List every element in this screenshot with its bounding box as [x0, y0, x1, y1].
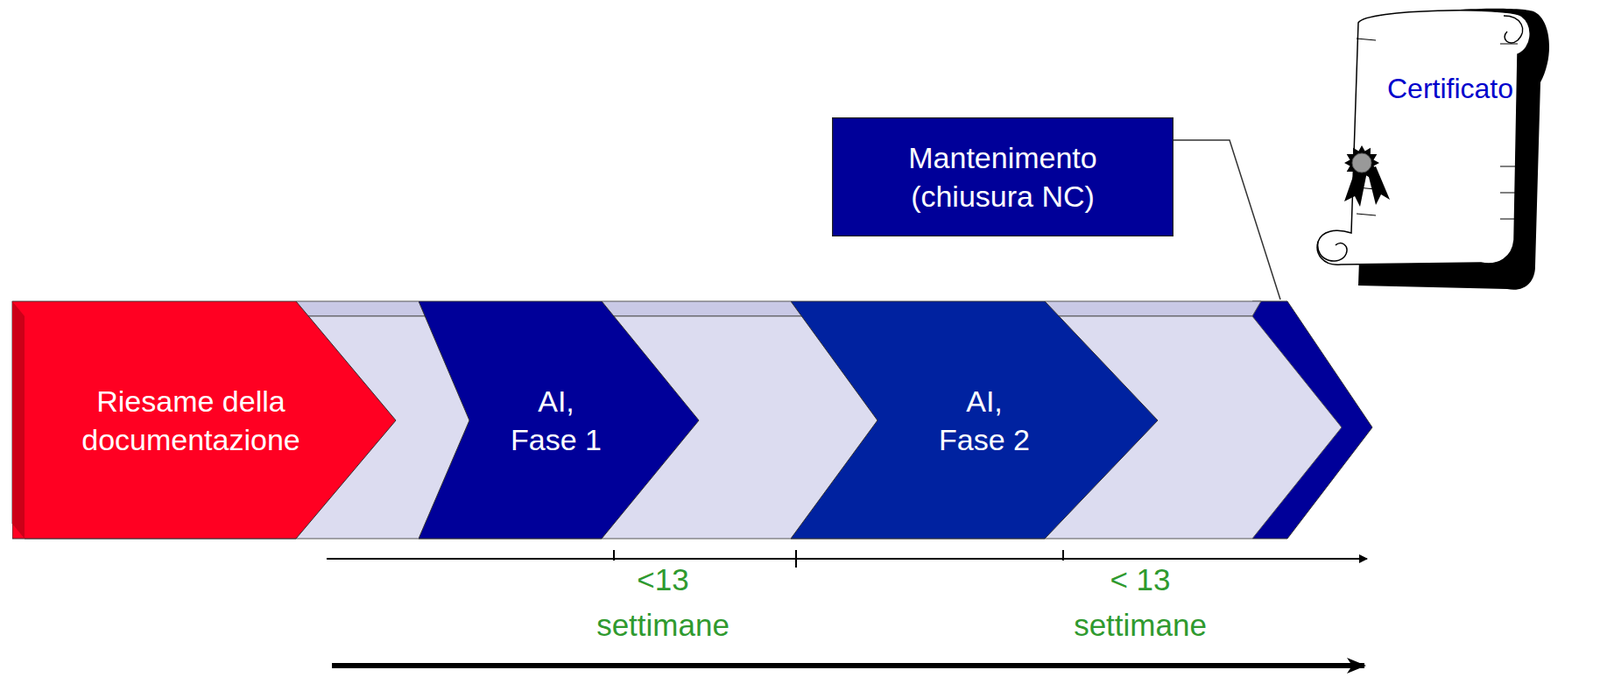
axis-tick — [1062, 549, 1065, 561]
shape-outline — [1305, 3, 1555, 297]
band-side — [12, 301, 25, 539]
certificate-scroll: Certificato — [1305, 3, 1555, 297]
node-text: AI, Fase 1 — [503, 381, 609, 459]
shape-outline — [12, 301, 398, 540]
node-text: Mantenimento (chiusura NC) — [866, 138, 1139, 216]
scroll-curl — [1503, 15, 1523, 43]
box-fill — [832, 118, 1174, 237]
node-text: Riesame della documentazione — [81, 381, 301, 459]
duration-label: <13 settimane — [575, 556, 751, 649]
chevron-fill — [12, 301, 396, 539]
scroll-tick — [1500, 192, 1518, 194]
shape-outline — [831, 117, 1174, 237]
shape-outline — [418, 301, 700, 540]
scroll-tick — [1356, 38, 1376, 41]
overall-arrow — [331, 662, 1365, 669]
chevron-bevel — [12, 301, 25, 539]
node-text: Certificato — [1387, 70, 1514, 108]
seal — [1352, 153, 1372, 173]
node-text: AI, Fase 2 — [931, 381, 1037, 459]
time-axis — [326, 557, 1368, 560]
process-chevron: Riesame della documentazione — [12, 301, 398, 540]
process-box: Mantenimento (chiusura NC) — [831, 117, 1174, 237]
scroll-tick — [1500, 218, 1518, 220]
scroll-tick — [1356, 213, 1376, 216]
chevron-fill — [418, 301, 699, 539]
scroll-curl — [1318, 241, 1347, 261]
axis-tick — [613, 549, 615, 561]
shape-outline — [790, 301, 1159, 540]
chevron-fill — [790, 301, 1158, 539]
scroll-tick — [1500, 43, 1518, 45]
scroll-tick — [1500, 166, 1518, 168]
scroll-body — [1317, 10, 1530, 265]
process-chevron: AI, Fase 2 — [790, 301, 1159, 540]
duration-label: < 13 settimane — [1052, 556, 1228, 649]
seal-star — [1344, 145, 1380, 181]
process-chevron: AI, Fase 1 — [418, 301, 700, 540]
axis-tick — [795, 549, 797, 568]
leader-line — [1173, 140, 1281, 300]
